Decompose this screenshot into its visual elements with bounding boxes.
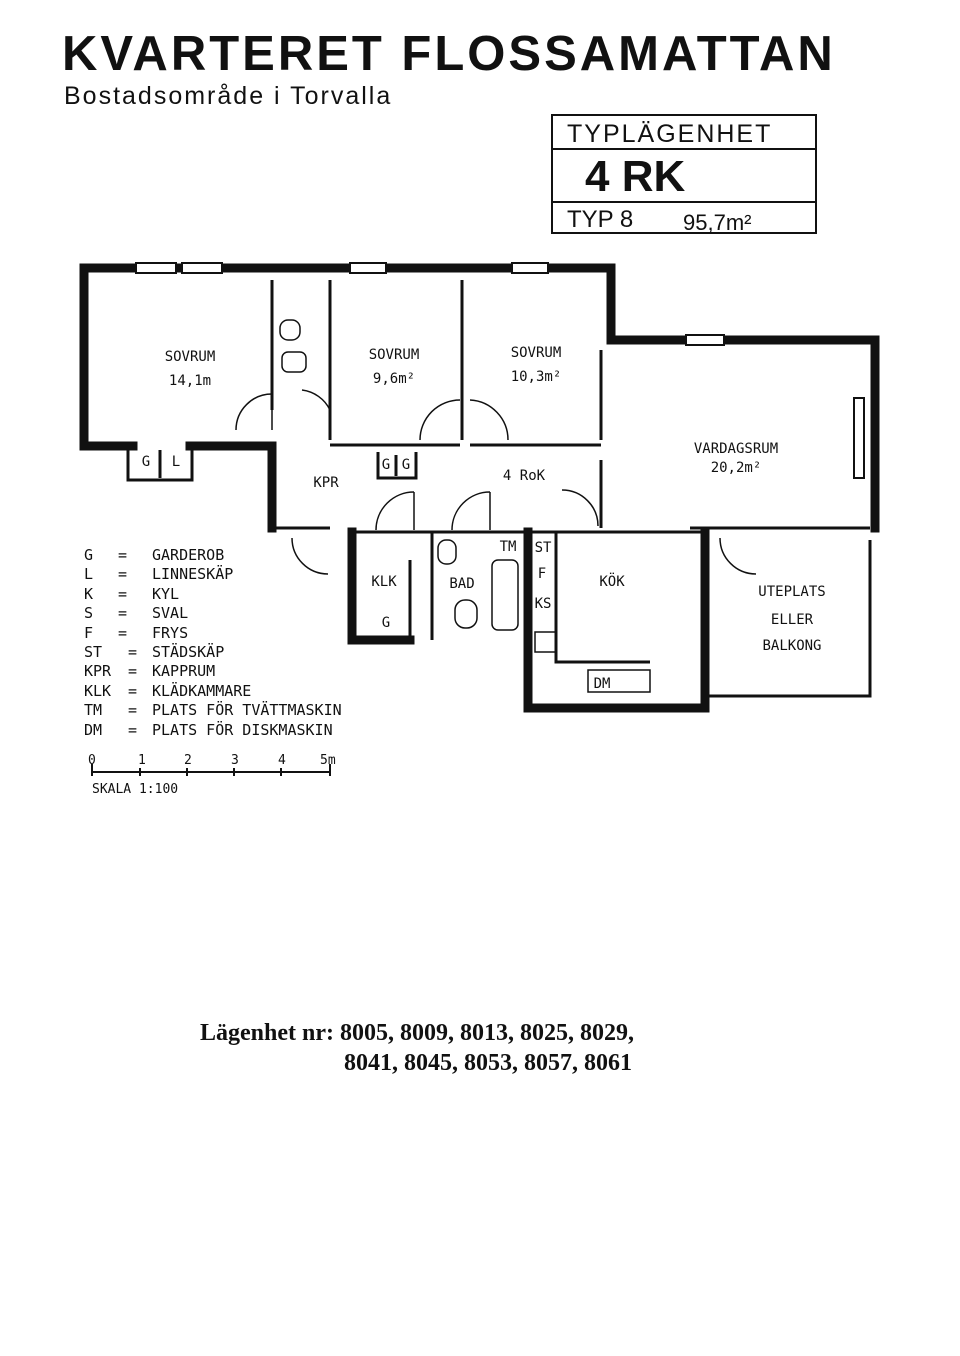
sovrum2-name: SOVRUM <box>369 347 420 363</box>
page-subtitle: Bostadsområde i Torvalla <box>64 82 393 110</box>
legend: G=GARDEROB L=LINNESKÄP K=KYL S=SVAL F=FR… <box>84 546 342 740</box>
legend-item: K=KYL <box>84 584 180 603</box>
linneskap-mark: L <box>172 454 180 470</box>
apartment-numbers-line2: 8041, 8045, 8053, 8057, 8061 <box>344 1050 632 1076</box>
scale-tick-0: 0 <box>88 753 96 768</box>
scale-bar <box>91 764 331 776</box>
scale-tick-5: 5m <box>320 753 336 768</box>
sovrum1-name: SOVRUM <box>165 349 216 365</box>
apartment-type-box: TYPLÄGENHET 4 RK TYP 8 95,7m² <box>551 114 817 235</box>
legend-item: DM=PLATS FÖR DISKMASKIN <box>84 720 333 739</box>
exterior-walls <box>79 263 880 713</box>
type-number: TYP 8 <box>567 206 634 233</box>
floor-plan: SOVRUM 14,1m SOVRUM 9,6m² SOVRUM 10,3m² … <box>79 262 880 797</box>
sovrum2-area: 9,6m² <box>373 371 415 387</box>
scale-tick-3: 3 <box>231 753 239 768</box>
scale-tick-2: 2 <box>184 753 192 768</box>
eller-label: ELLER <box>771 612 814 628</box>
klk-label: KLK <box>371 574 397 590</box>
legend-item: KLK=KLÄDKAMMARE <box>84 681 252 700</box>
f-mark: F <box>538 566 546 582</box>
vardagsrum-area: 20,2m² <box>711 460 762 476</box>
fixtures <box>279 319 651 693</box>
scale-label: SKALA 1:100 <box>92 782 178 797</box>
garderob-mark-4: G <box>382 615 390 631</box>
st-mark: ST <box>535 540 552 556</box>
kok-label: KÖK <box>599 572 625 590</box>
kpr-label: KPR <box>313 475 339 491</box>
scale-tick-4: 4 <box>278 753 286 768</box>
interior-walls <box>126 280 872 698</box>
tm-mark: TM <box>500 539 517 555</box>
legend-item: F=FRYS <box>84 623 189 642</box>
windows <box>135 262 865 479</box>
sovrum3-name: SOVRUM <box>511 345 562 361</box>
legend-item: TM=PLATS FÖR TVÄTTMASKIN <box>84 701 342 720</box>
legend-item: ST=STÄDSKÄP <box>84 643 225 662</box>
legend-item: L=LINNESKÄP <box>84 565 234 584</box>
apartment-numbers-line1: Lägenhet nr: 8005, 8009, 8013, 8025, 802… <box>200 1020 634 1046</box>
hall-label: 4 RoK <box>503 468 546 484</box>
ks-mark: KS <box>535 596 552 612</box>
scale-tick-1: 1 <box>138 753 146 768</box>
vardagsrum-name: VARDAGSRUM <box>694 441 778 457</box>
legend-item: G=GARDEROB <box>84 546 225 564</box>
page-title: KVARTERET FLOSSAMATTAN <box>62 27 836 81</box>
garderob-mark-2: G <box>382 457 390 473</box>
type-area: 95,7m² <box>683 210 752 235</box>
type-code: 4 RK <box>553 150 815 203</box>
garderob-mark-1: G <box>142 454 150 470</box>
balkong-label: BALKONG <box>762 638 821 654</box>
sovrum1-area: 14,1m <box>169 373 211 389</box>
bad-label: BAD <box>449 576 474 592</box>
legend-item: S=SVAL <box>84 604 189 623</box>
uteplats-label: UTEPLATS <box>758 584 825 600</box>
doors <box>235 389 757 575</box>
dm-mark: DM <box>594 676 611 692</box>
sovrum3-area: 10,3m² <box>511 369 562 385</box>
garderob-mark-3: G <box>402 457 410 473</box>
type-label: TYPLÄGENHET <box>553 116 815 150</box>
legend-item: KPR=KAPPRUM <box>84 662 216 681</box>
